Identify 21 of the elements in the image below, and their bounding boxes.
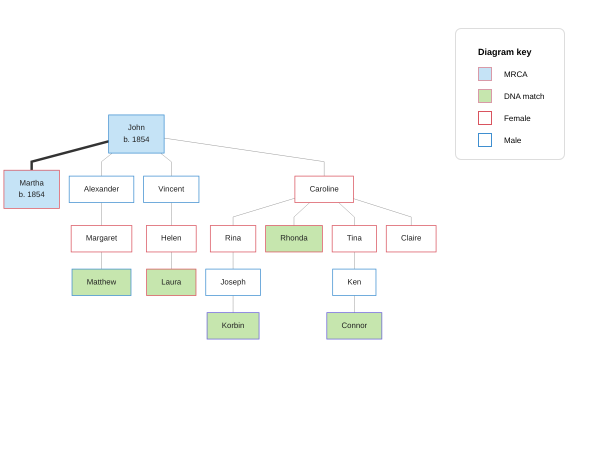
connector <box>338 202 355 226</box>
connector <box>354 252 355 270</box>
connector <box>30 140 109 170</box>
connector <box>232 198 296 226</box>
legend-label: MRCA <box>504 70 528 78</box>
connector <box>101 152 113 176</box>
connector <box>354 295 355 313</box>
connector <box>160 152 172 176</box>
connector <box>294 202 310 226</box>
connector <box>101 202 102 226</box>
legend-label: Male <box>504 136 522 144</box>
connector <box>171 252 172 270</box>
connector <box>232 295 234 313</box>
connector <box>353 198 412 226</box>
legend-label: DNA match <box>504 92 544 100</box>
legend-title: Diagram key <box>478 47 532 57</box>
legend-label: Female <box>504 114 531 122</box>
connector <box>171 202 172 226</box>
connector <box>164 138 324 176</box>
connector <box>232 252 234 270</box>
connector <box>101 252 102 270</box>
